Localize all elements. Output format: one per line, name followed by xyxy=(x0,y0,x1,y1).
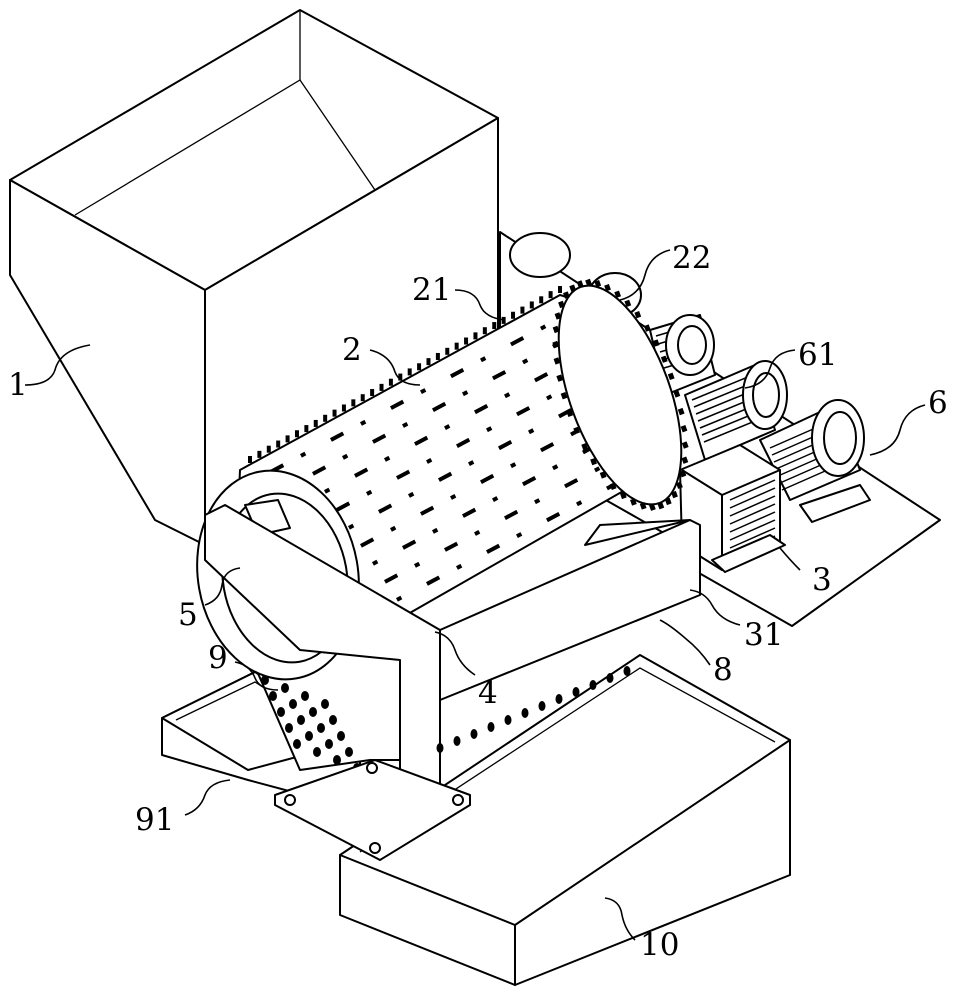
label-5: 5 xyxy=(178,597,198,633)
label-2: 2 xyxy=(342,332,362,368)
label-61: 61 xyxy=(798,337,837,373)
label-9: 9 xyxy=(208,640,228,676)
label-22: 22 xyxy=(672,240,711,276)
label-1: 1 xyxy=(8,367,28,403)
label-8: 8 xyxy=(713,652,733,688)
label-10: 10 xyxy=(640,927,679,963)
label-6: 6 xyxy=(928,385,948,421)
label-4: 4 xyxy=(478,675,498,711)
label-3: 3 xyxy=(812,562,832,598)
label-31: 31 xyxy=(744,617,783,653)
label-21: 21 xyxy=(412,272,451,308)
label-91: 91 xyxy=(135,802,174,838)
